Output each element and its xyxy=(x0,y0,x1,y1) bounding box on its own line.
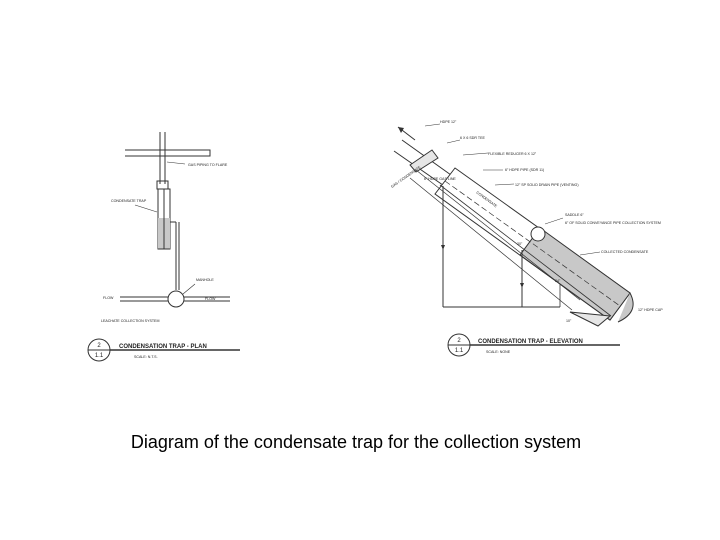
elevation-scale: SCALE: NONE xyxy=(486,350,511,354)
elevation-title-block: 2 1.1 CONDENSATION TRAP - ELEVATION SCAL… xyxy=(447,333,620,357)
label-gas-condensate: GAS / CONDENSATE xyxy=(390,165,422,189)
condensate-fill xyxy=(519,227,631,321)
label-condensate-trap: CONDENSATE TRAP xyxy=(111,199,147,203)
manhole-symbol xyxy=(167,290,185,308)
label-gas-piping: GAS PIPING TO FLARE xyxy=(188,163,228,167)
label-leachate-system: LEACHATE COLLECTION SYSTEM xyxy=(101,319,159,323)
label-dim-a: 30" xyxy=(517,242,523,246)
plan-view xyxy=(120,132,230,308)
label-fitting: 6 X 6 SDR TEE xyxy=(460,136,486,140)
figure-caption: Diagram of the condensate trap for the c… xyxy=(130,432,582,452)
saddle-symbol xyxy=(530,226,546,242)
label-gas-line: 6" HDPE GAS LINE xyxy=(424,177,456,181)
elevation-title: CONDENSATION TRAP - ELEVATION xyxy=(478,339,583,345)
label-collected-condensate: COLLECTED CONDENSATE xyxy=(601,250,649,254)
plan-title: CONDENSATION TRAP - PLAN xyxy=(119,344,207,350)
plan-title-block: 2 1.1 CONDENSATION TRAP - PLAN SCALE: N.… xyxy=(87,338,240,362)
label-end-cap: 12" HDPE CAP xyxy=(638,308,663,312)
elevation-title-sheet: 1.1 xyxy=(455,348,464,354)
plan-scale: SCALE: N.T.S. xyxy=(134,355,158,359)
elevation-view xyxy=(393,123,634,327)
label-dim-c: 10" xyxy=(566,319,572,323)
label-flow-left: FLOW xyxy=(103,296,114,300)
label-flow-right: FLOW xyxy=(205,297,216,301)
elevation-title-number: 2 xyxy=(457,338,461,344)
label-saddle: SADDLE 6" xyxy=(565,213,584,217)
label-hdpe-12: HDPE 12" xyxy=(440,120,457,124)
label-flexible-reducer: FLEXIBLE REDUCER 6 X 12" xyxy=(488,152,537,156)
label-solid-conveyance: 6" OF SOLID CONVEYANCE PIPE COLLECTION S… xyxy=(565,221,661,225)
plan-title-sheet: 1.1 xyxy=(95,353,104,359)
plan-title-number: 2 xyxy=(97,343,101,349)
label-manhole: MANHOLE xyxy=(196,278,214,282)
label-solid-pipe: 12" SP SOLID DRAIN PIPE (VENTING) xyxy=(515,183,579,187)
label-hdpe-pipe: 6" HDPE PIPE (SDR 11) xyxy=(505,168,544,172)
label-dim-b: 24" xyxy=(555,279,561,283)
